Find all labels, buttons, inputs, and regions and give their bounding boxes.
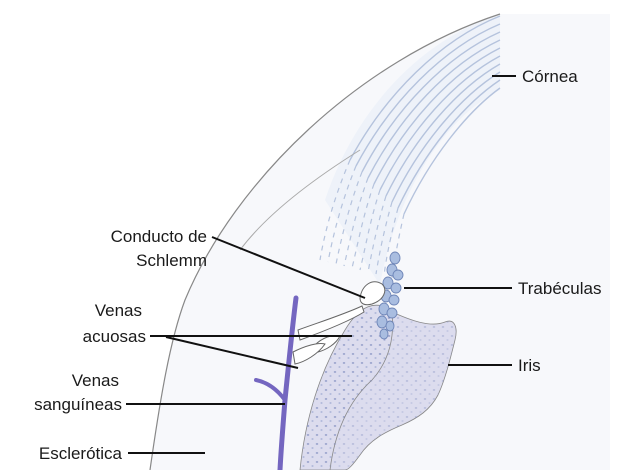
label-venas-acuosas-line1: Venas bbox=[95, 301, 142, 320]
label-venas-sanguineas-line2: sanguíneas bbox=[34, 395, 122, 414]
label-esclerotica: Esclerótica bbox=[39, 444, 123, 463]
label-trabeculas: Trabéculas bbox=[518, 279, 601, 298]
label-venas-sanguineas-line1: Venas bbox=[72, 371, 119, 390]
label-iris: Iris bbox=[518, 356, 541, 375]
label-conducto-line2: Schlemm bbox=[136, 251, 207, 270]
label-conducto-line1: Conducto de bbox=[111, 227, 207, 246]
label-venas-acuosas-line2: acuosas bbox=[83, 327, 146, 346]
label-cornea: Córnea bbox=[522, 67, 578, 86]
